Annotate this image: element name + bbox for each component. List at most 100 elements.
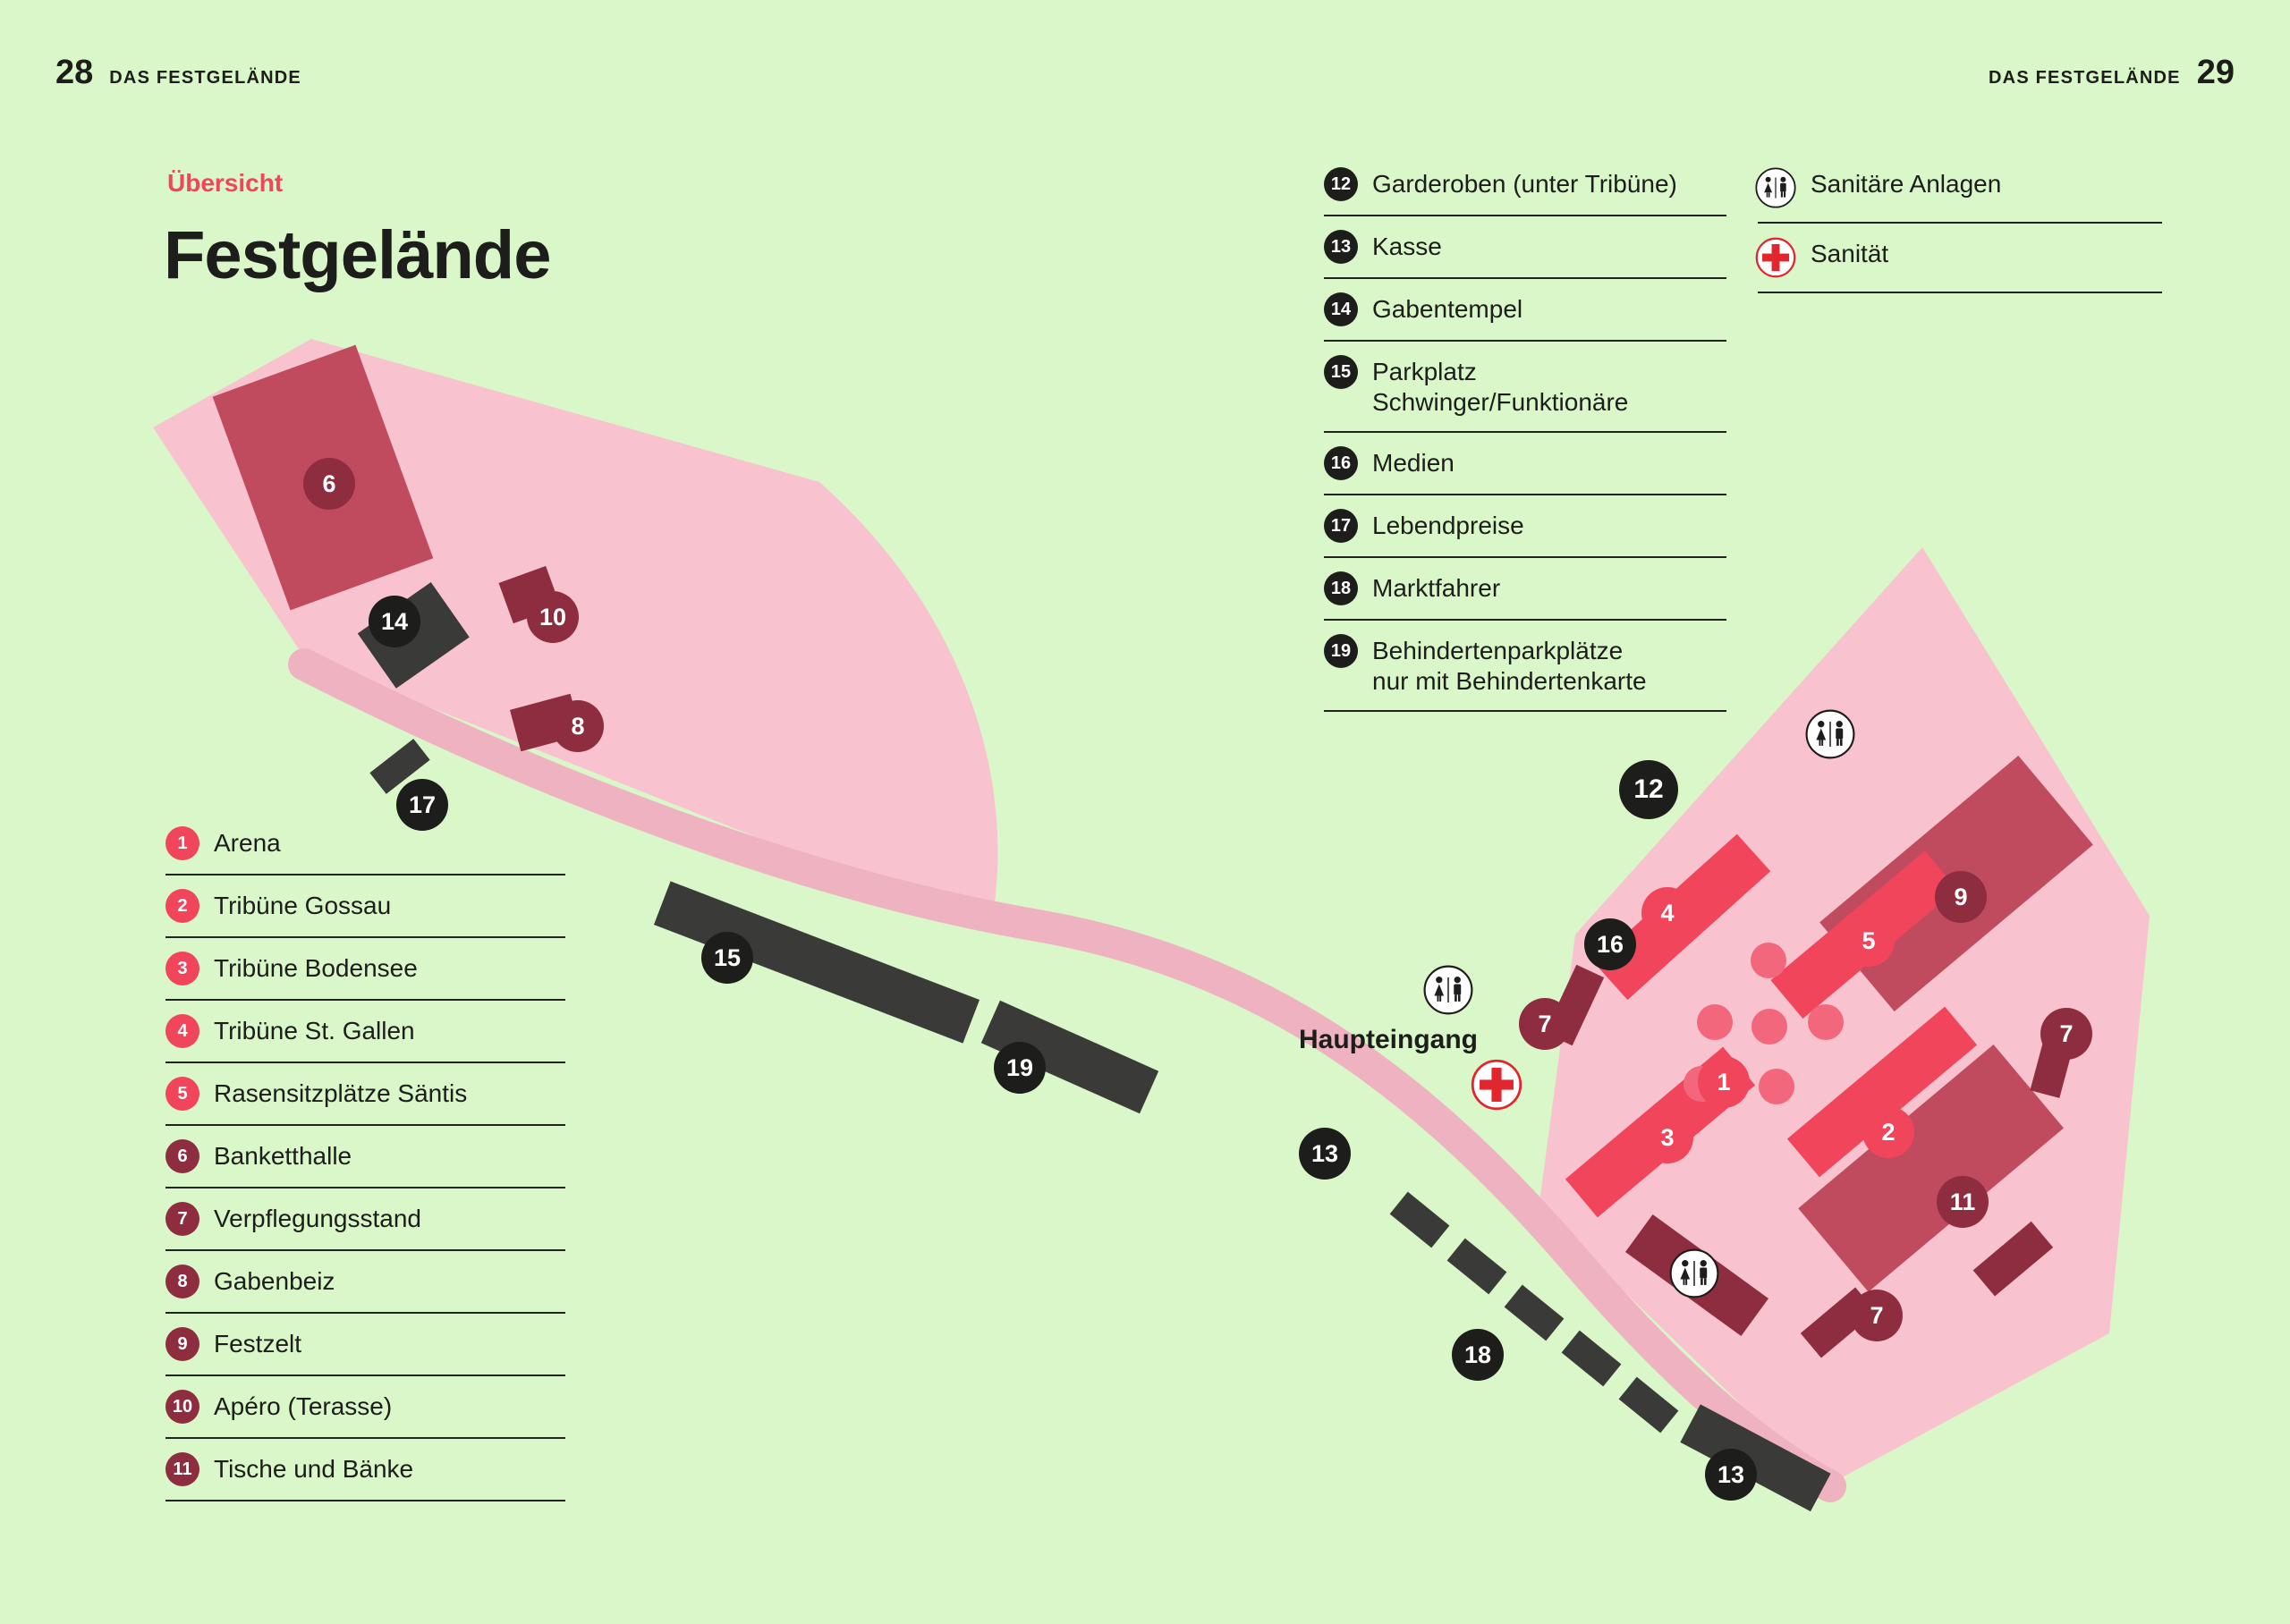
map-marker-11: 11 — [1937, 1176, 1989, 1228]
legend-item-label: Rasensitzplätze Säntis — [214, 1079, 468, 1107]
legend-item-label: Apéro (Terasse) — [214, 1392, 393, 1420]
legend-item-18: 18 Marktfahrer — [1324, 558, 1726, 621]
legend-item-label: Tribüne St. Gallen — [214, 1017, 415, 1045]
arena-dot — [1751, 943, 1786, 978]
page-title: Festgelände — [164, 217, 551, 293]
map-marker-19: 19 — [994, 1042, 1046, 1094]
map-marker-9: 9 — [1935, 871, 1987, 923]
legend-item-13: 13 Kasse — [1324, 216, 1726, 279]
legend-number-badge-15: 15 — [1324, 355, 1358, 389]
parking-dash-18 — [1446, 1238, 1507, 1295]
map-marker-18: 18 — [1452, 1329, 1504, 1381]
map-marker-10: 10 — [527, 591, 579, 643]
parking-dash-18 — [1389, 1191, 1450, 1248]
page-section-label-right: DAS FESTGELÄNDE — [1989, 68, 2181, 88]
legend-locations-1-11: 1 Arena 2 Tribüne Gossau 3 Tribüne Boden… — [165, 813, 565, 1501]
legend-item-11: 11 Tische und Bänke — [165, 1439, 565, 1501]
legend-item-9: 9 Festzelt — [165, 1314, 565, 1376]
legend-item-5: 5 Rasensitzplätze Säntis — [165, 1063, 565, 1126]
legend-icon-item-cross: Sanität — [1755, 224, 2162, 293]
legend-number-badge-3: 3 — [165, 952, 199, 985]
page-section-label-left: DAS FESTGELÄNDE — [109, 68, 301, 88]
legend-number-badge-12: 12 — [1324, 167, 1358, 201]
map-marker-1: 1 — [1698, 1056, 1750, 1108]
legend-icon-item-wc: Sanitäre Anlagen — [1755, 154, 2162, 224]
arena-dot — [1759, 1069, 1794, 1104]
legend-item-14: 14 Gabentempel — [1324, 279, 1726, 342]
section-kicker: Übersicht — [167, 169, 284, 197]
stand-southeast — [1972, 1221, 2054, 1297]
parking-strip-19 — [980, 1000, 1159, 1114]
legend-item-label: Banketthalle — [214, 1142, 352, 1170]
page-header-left: 28 DAS FESTGELÄNDE — [55, 54, 301, 92]
map-marker-7: 7 — [1519, 998, 1571, 1050]
legend-item-label: Festzelt — [214, 1330, 302, 1358]
legend-item-12: 12 Garderoben (unter Tribüne) — [1324, 154, 1726, 216]
building-tische-baenke — [1798, 1044, 2064, 1292]
legend-number-badge-8: 8 — [165, 1265, 199, 1298]
map-marker-15: 15 — [701, 932, 753, 984]
map-marker-14: 14 — [369, 596, 420, 647]
legend-item-label: Sanitäre Anlagen — [1811, 170, 2002, 198]
legend-item-17: 17 Lebendpreise — [1324, 495, 1726, 558]
map-marker-4: 4 — [1641, 887, 1693, 939]
legend-item-label: Medien — [1372, 449, 1455, 477]
map-marker-12: 12 — [1619, 760, 1678, 819]
arena-dot — [1697, 1004, 1733, 1040]
legend-number-badge-13: 13 — [1324, 230, 1358, 264]
legend-item-label: Gabenbeiz — [214, 1267, 335, 1295]
map-marker-5: 5 — [1843, 915, 1895, 967]
legend-item-label: Behindertenparkplätze nur mit Behinderte… — [1372, 637, 1647, 695]
parking-dash-18 — [1561, 1330, 1622, 1387]
restroom-icon — [1423, 965, 1473, 1015]
legend-number-badge-2: 2 — [165, 889, 199, 923]
legend-item-19: 19 Behindertenparkplätze nur mit Behinde… — [1324, 621, 1726, 712]
legend-item-10: 10 Apéro (Terasse) — [165, 1376, 565, 1439]
map-marker-7: 7 — [2040, 1008, 2092, 1060]
parking-strip-15 — [653, 881, 980, 1044]
map-marker-7: 7 — [1851, 1290, 1903, 1341]
parking-dash-18 — [1618, 1376, 1679, 1434]
legend-number-badge-11: 11 — [165, 1452, 199, 1486]
legend-number-badge-16: 16 — [1324, 446, 1358, 480]
legend-symbols: Sanitäre Anlagen Sanität — [1755, 154, 2162, 293]
legend-item-label: Arena — [214, 829, 281, 857]
legend-number-badge-18: 18 — [1324, 571, 1358, 605]
legend-number-badge-19: 19 — [1324, 634, 1358, 668]
restroom-icon — [1669, 1248, 1719, 1298]
first-aid-icon — [1755, 237, 1796, 278]
legend-locations-12-19: 12 Garderoben (unter Tribüne) 13 Kasse 1… — [1324, 154, 1726, 712]
parking-strip-kasse — [1680, 1404, 1831, 1512]
legend-number-badge-9: 9 — [165, 1327, 199, 1361]
map-marker-16: 16 — [1584, 918, 1636, 970]
map-marker-3: 3 — [1641, 1112, 1693, 1163]
legend-number-badge-5: 5 — [165, 1077, 199, 1111]
legend-item-8: 8 Gabenbeiz — [165, 1251, 565, 1314]
first-aid-icon — [1471, 1059, 1522, 1111]
legend-item-label: Verpflegungsstand — [214, 1205, 421, 1232]
legend-number-badge-17: 17 — [1324, 509, 1358, 543]
legend-item-label: Lebendpreise — [1372, 512, 1524, 539]
legend-item-2: 2 Tribüne Gossau — [165, 875, 565, 938]
legend-item-1: 1 Arena — [165, 813, 565, 875]
page-number-left: 28 — [55, 54, 94, 91]
legend-item-label: Parkplatz Schwinger/Funktionäre — [1372, 358, 1629, 416]
map-marker-17: 17 — [396, 779, 448, 831]
legend-item-15: 15 Parkplatz Schwinger/Funktionäre — [1324, 342, 1726, 433]
legend-item-label: Tribüne Bodensee — [214, 954, 418, 982]
arena-dot — [1751, 1009, 1787, 1045]
parking-dash-18 — [1504, 1284, 1565, 1341]
restroom-icon — [1805, 709, 1855, 759]
legend-item-3: 3 Tribüne Bodensee — [165, 938, 565, 1001]
page-header-right: DAS FESTGELÄNDE 29 — [1989, 54, 2235, 92]
legend-number-badge-6: 6 — [165, 1139, 199, 1173]
map-marker-2: 2 — [1862, 1106, 1914, 1158]
map-marker-6: 6 — [303, 458, 355, 510]
legend-item-label: Garderoben (unter Tribüne) — [1372, 170, 1677, 198]
legend-item-4: 4 Tribüne St. Gallen — [165, 1001, 565, 1063]
main-entrance-label: Haupteingang — [1299, 1025, 1478, 1054]
legend-number-badge-4: 4 — [165, 1014, 199, 1048]
legend-item-label: Gabentempel — [1372, 295, 1523, 323]
